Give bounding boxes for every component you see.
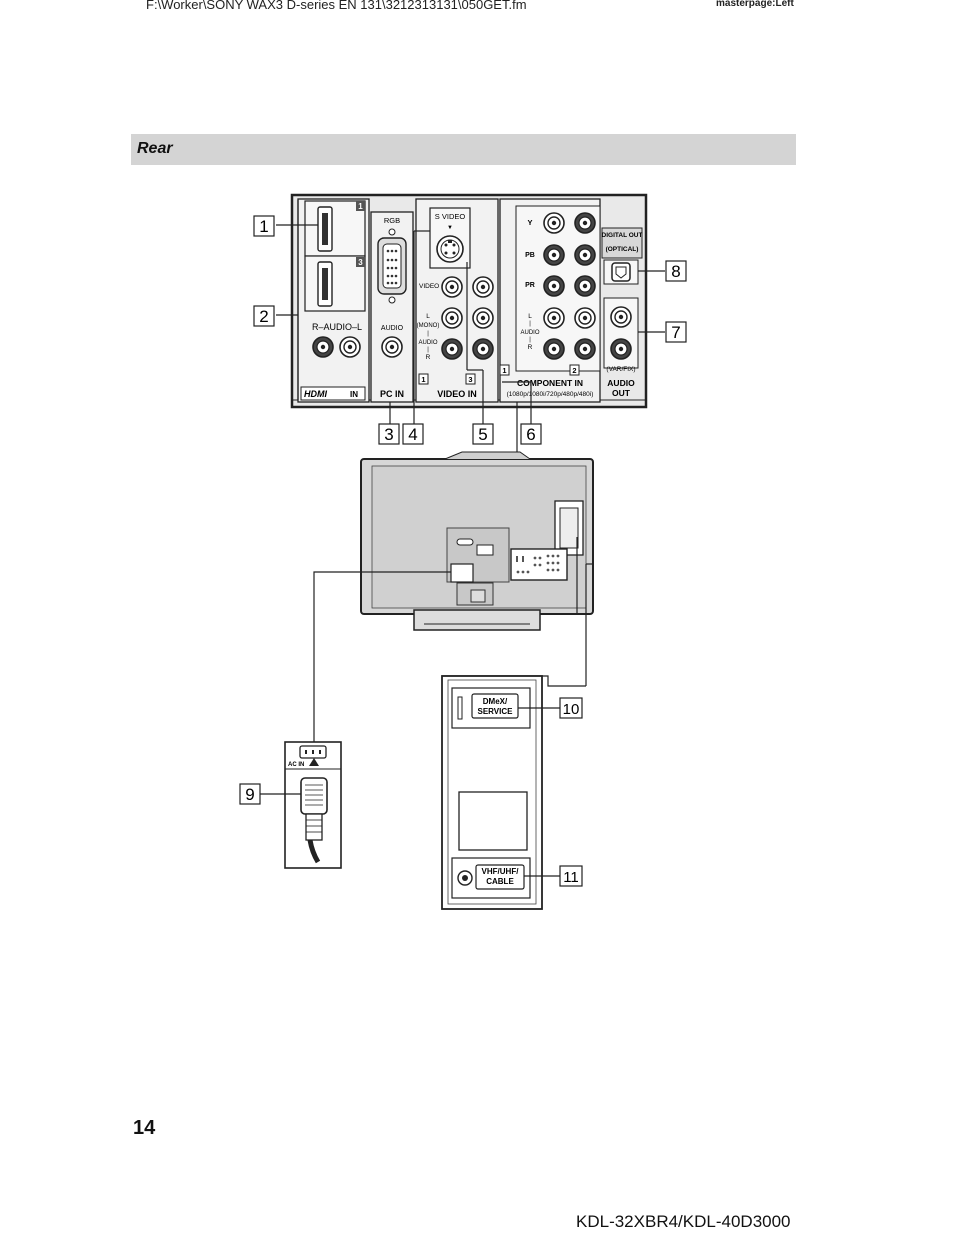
- hdmi-port-1-number: 1: [358, 202, 363, 211]
- svg-text:|: |: [529, 321, 531, 327]
- ac-in-label: AC IN: [288, 762, 304, 768]
- component-y-1-jack: [543, 212, 565, 234]
- pc-audio-jack: [381, 336, 403, 358]
- mono-label: (MONO): [417, 323, 440, 329]
- component-2-number: 2: [572, 366, 576, 375]
- power-plug: [300, 777, 328, 815]
- hdmi-port-3-number: 3: [358, 258, 363, 267]
- terminal-panel: 1 3 R–AUDIO–L HDMI IN RGB AUDIO PC IN: [290, 193, 648, 409]
- video-1-jack: [441, 276, 463, 298]
- component-r-label: R: [528, 344, 533, 351]
- svg-text:|: |: [427, 331, 429, 337]
- callout-5: 5: [478, 425, 487, 444]
- callouts: 1 2 3 4 5 6 7 8 9 10 11: [239, 215, 687, 887]
- component-formats-label: (1080p/1080i/720p/480p/480i): [507, 391, 594, 398]
- component-audio-label: AUDIO: [520, 330, 539, 336]
- section-bar: Rear: [131, 134, 796, 165]
- component-r-1-jack: [543, 338, 565, 360]
- audio-out-l-jack: [610, 306, 632, 328]
- s-video-label: S VIDEO: [435, 212, 466, 221]
- hdmi-logo: HDMI: [304, 389, 327, 399]
- svg-text:AUDIO: AUDIO: [607, 378, 635, 388]
- component-y-2-jack: [574, 212, 596, 234]
- audio-l-3-jack: [472, 307, 494, 329]
- var-fix-label: (VAR/FIX): [606, 366, 635, 373]
- dmex-service-port[interactable]: [471, 693, 519, 719]
- digital-out-label: DIGITAL OUT: [602, 232, 643, 239]
- component-pb-2-jack: [574, 244, 596, 266]
- callout-9: 9: [245, 785, 254, 804]
- tv-rear: [360, 451, 594, 686]
- section-title: Rear: [137, 140, 173, 157]
- pb-label: PB: [525, 252, 535, 259]
- pr-label: PR: [525, 282, 535, 289]
- video-3-jack: [472, 276, 494, 298]
- audio-r-1-jack: [441, 338, 463, 360]
- audio-out-label: OUT: [612, 388, 631, 398]
- hdmi-audio-l-jack: [339, 336, 361, 358]
- video-in-3-number: 3: [468, 375, 472, 384]
- pc-in-label: PC IN: [380, 389, 404, 399]
- video-in-label: VIDEO IN: [437, 389, 477, 399]
- optical-label: (OPTICAL): [606, 246, 639, 253]
- header-file-path: F:\Worker\SONY WAX3 D-series EN 131\3212…: [146, 0, 527, 12]
- hdmi-audio-r-jack: [312, 336, 334, 358]
- component-pr-1-jack: [543, 275, 565, 297]
- l-label: L: [426, 313, 430, 320]
- component-in-label: COMPONENT IN: [517, 378, 583, 388]
- audio-out-r-jack: [610, 338, 632, 360]
- svg-text:|: |: [427, 347, 429, 353]
- svg-text:▼: ▼: [447, 225, 453, 231]
- audio-l-1-jack: [441, 307, 463, 329]
- component-l-1-jack: [543, 307, 565, 329]
- callout-10: 10: [563, 701, 580, 718]
- audio-r-3-jack: [472, 338, 494, 360]
- video-in-1-number: 1: [421, 375, 425, 384]
- callout-11: 11: [563, 869, 579, 886]
- side-terminal-panel: DMeX/ SERVICE VHF/UHF/ CABLE: [441, 675, 586, 910]
- callout-2: 2: [259, 307, 268, 326]
- component-l-label: L: [528, 313, 532, 320]
- service-label: SERVICE: [478, 707, 514, 716]
- component-1-number: 1: [502, 366, 506, 375]
- ac-in-box: AC IN: [284, 741, 342, 869]
- svg-text:|: |: [529, 337, 531, 343]
- pc-audio-label: AUDIO: [381, 325, 404, 332]
- audio-l-r-label: AUDIO: [418, 340, 437, 346]
- callout-7: 7: [671, 323, 680, 342]
- callout-1: 1: [259, 217, 268, 236]
- hdmi-audio-label: R–AUDIO–L: [312, 322, 362, 332]
- header-masterpage: masterpage:Left: [716, 0, 794, 9]
- page-number: 14: [133, 1117, 156, 1139]
- component-l-2-jack: [574, 307, 596, 329]
- dmex-label: DMeX/: [483, 697, 508, 706]
- rgb-label: RGB: [384, 216, 400, 225]
- callout-4: 4: [408, 425, 417, 444]
- model-number: KDL-32XBR4/KDL-40D3000: [576, 1212, 791, 1231]
- component-pb-1-jack: [543, 244, 565, 266]
- vhf-uhf-label: VHF/UHF/: [482, 867, 520, 876]
- callout-3: 3: [384, 425, 393, 444]
- component-pr-2-jack: [574, 275, 596, 297]
- callout-6: 6: [526, 425, 535, 444]
- component-r-2-jack: [574, 338, 596, 360]
- hdmi-in-label: IN: [350, 390, 358, 399]
- r-label: R: [426, 354, 431, 361]
- y-label: Y: [527, 218, 532, 227]
- callout-8: 8: [671, 262, 680, 281]
- cable-label: CABLE: [486, 877, 514, 886]
- video-label: VIDEO: [419, 283, 439, 290]
